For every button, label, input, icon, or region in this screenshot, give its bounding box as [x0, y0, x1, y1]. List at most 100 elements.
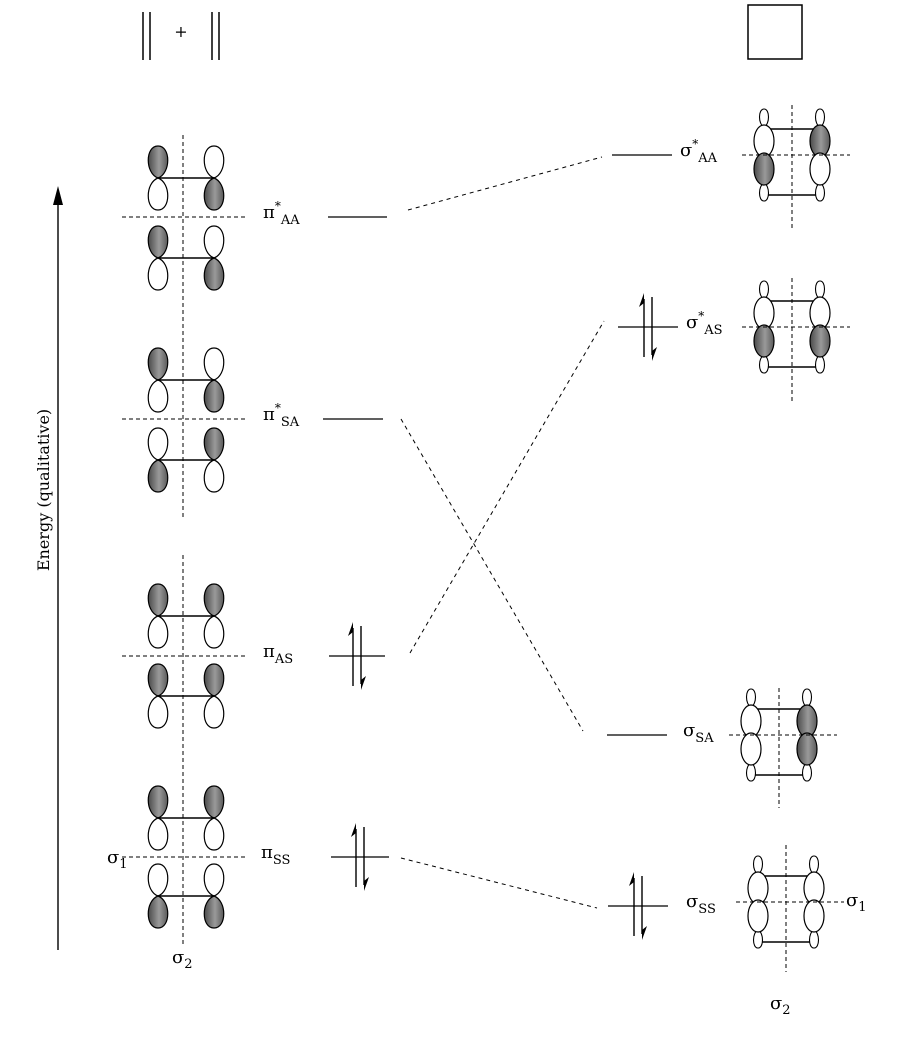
minor-lobe-top	[808, 855, 820, 875]
sigma-column-right	[809, 280, 831, 374]
electron-pair	[639, 293, 657, 361]
p-orbital-top-left	[147, 583, 169, 649]
orbital-picture-pi_SS	[122, 785, 245, 929]
major-lobe-top	[803, 871, 825, 905]
p-orbital-top-left	[147, 785, 169, 851]
major-lobe-bottom	[753, 324, 775, 358]
correlation-pi_SS-to-sigma_SS	[400, 857, 598, 909]
p-orbital-bottom-right	[203, 225, 225, 291]
p-lobe-bottom	[147, 817, 169, 851]
p-lobe-top	[203, 583, 225, 617]
p-lobe-bottom	[203, 459, 225, 493]
p-lobe-bottom	[147, 695, 169, 729]
major-lobe-bottom	[740, 732, 762, 766]
correlation-pi_star_SA-to-sigma_SA	[400, 418, 584, 732]
orbital-picture-sigma_star_AS	[742, 280, 850, 374]
p-lobe-bottom	[147, 257, 169, 291]
p-lobe-top	[203, 347, 225, 381]
correlation-lines	[400, 156, 605, 909]
p-lobe-top	[203, 863, 225, 897]
minor-lobe-bottom	[745, 762, 757, 782]
electron-pair	[351, 823, 369, 891]
p-orbital-top-right	[203, 785, 225, 851]
spin-down-arrowhead	[652, 347, 657, 361]
p-lobe-bottom	[203, 615, 225, 649]
level-label-pi_AS: πAS	[263, 641, 293, 667]
p-lobe-top	[147, 225, 169, 259]
minor-lobe-top	[758, 108, 770, 128]
p-lobe-top	[203, 785, 225, 819]
major-lobe-top	[796, 704, 818, 738]
sigma-column-right	[796, 688, 818, 782]
minor-lobe-bottom	[801, 762, 813, 782]
p-orbital-bottom-right	[203, 663, 225, 729]
orbital-picture-sigma_SA	[729, 688, 837, 782]
minor-lobe-bottom	[808, 929, 820, 949]
correlation-pi_AS-to-sigma_star_AS	[409, 320, 605, 654]
p-lobe-bottom	[203, 695, 225, 729]
spin-up-arrowhead	[629, 872, 634, 886]
major-lobe-bottom	[753, 152, 775, 186]
orbital-picture-pi_AS	[122, 583, 245, 729]
major-lobe-bottom	[796, 732, 818, 766]
correlation-pi_star_AA-to-sigma_star_AA	[407, 156, 603, 211]
level-sigma_star_AS: σ*AS	[618, 293, 723, 361]
symmetry-labels: σ1 σ2 σ1 σ2	[107, 847, 867, 1018]
orbital-picture-pi_star_SA	[122, 347, 245, 493]
reactant-ethylenes-symbol: +	[142, 12, 220, 60]
spin-down-arrowhead	[364, 877, 369, 891]
major-lobe-top	[809, 124, 831, 158]
plus-sign: +	[174, 22, 187, 41]
sigma-column-right	[809, 108, 831, 202]
level-label-sigma_star_AS: σ*AS	[686, 309, 723, 338]
level-label-sigma_star_AA: σ*AA	[680, 137, 718, 166]
p-orbital-bottom-left	[147, 863, 169, 929]
level-pi_star_AA: π*AA	[263, 199, 387, 228]
p-lobe-top	[147, 863, 169, 897]
p-lobe-top	[147, 347, 169, 381]
product-levels: σ*AA σ*AS σSA σSS	[607, 137, 723, 940]
p-lobe-bottom	[203, 379, 225, 413]
p-lobe-top	[203, 145, 225, 179]
p-lobe-top	[147, 663, 169, 697]
left-sigma2-label: σ2	[172, 947, 193, 972]
minor-lobe-top	[758, 280, 770, 300]
minor-lobe-bottom	[814, 182, 826, 202]
p-lobe-top	[203, 663, 225, 697]
minor-lobe-top	[801, 688, 813, 708]
spin-down-arrowhead	[642, 926, 647, 940]
major-lobe-top	[753, 124, 775, 158]
p-orbital-top-left	[147, 347, 169, 413]
minor-lobe-bottom	[814, 354, 826, 374]
p-lobe-bottom	[203, 817, 225, 851]
minor-lobe-top	[745, 688, 757, 708]
reactant-orbital-pictures	[122, 145, 245, 929]
p-lobe-bottom	[203, 257, 225, 291]
p-lobe-top	[147, 145, 169, 179]
level-pi_star_SA: π*SA	[263, 401, 383, 430]
sigma-column-left	[753, 280, 775, 374]
p-lobe-top	[203, 427, 225, 461]
level-label-sigma_SA: σSA	[683, 720, 714, 746]
p-orbital-bottom-right	[203, 863, 225, 929]
level-label-pi_star_AA: π*AA	[263, 199, 300, 228]
level-label-pi_SS: πSS	[261, 842, 290, 868]
p-orbital-bottom-left	[147, 427, 169, 493]
cyclobutane-product-symbol	[747, 4, 803, 60]
p-lobe-bottom	[147, 895, 169, 929]
orbital-picture-sigma_SS	[736, 855, 844, 949]
minor-lobe-top	[814, 108, 826, 128]
level-sigma_SS: σSS	[608, 872, 716, 940]
left-sigma1-label: σ1	[107, 847, 128, 872]
sigma-column-left	[747, 855, 769, 949]
minor-lobe-top	[814, 280, 826, 300]
spin-up-arrowhead	[351, 823, 356, 837]
right-sigma2-label: σ2	[770, 993, 791, 1018]
sigma-column-right	[803, 855, 825, 949]
p-lobe-bottom	[203, 895, 225, 929]
major-lobe-top	[747, 871, 769, 905]
sigma-column-left	[753, 108, 775, 202]
level-label-pi_star_SA: π*SA	[263, 401, 300, 430]
p-lobe-bottom	[203, 177, 225, 211]
